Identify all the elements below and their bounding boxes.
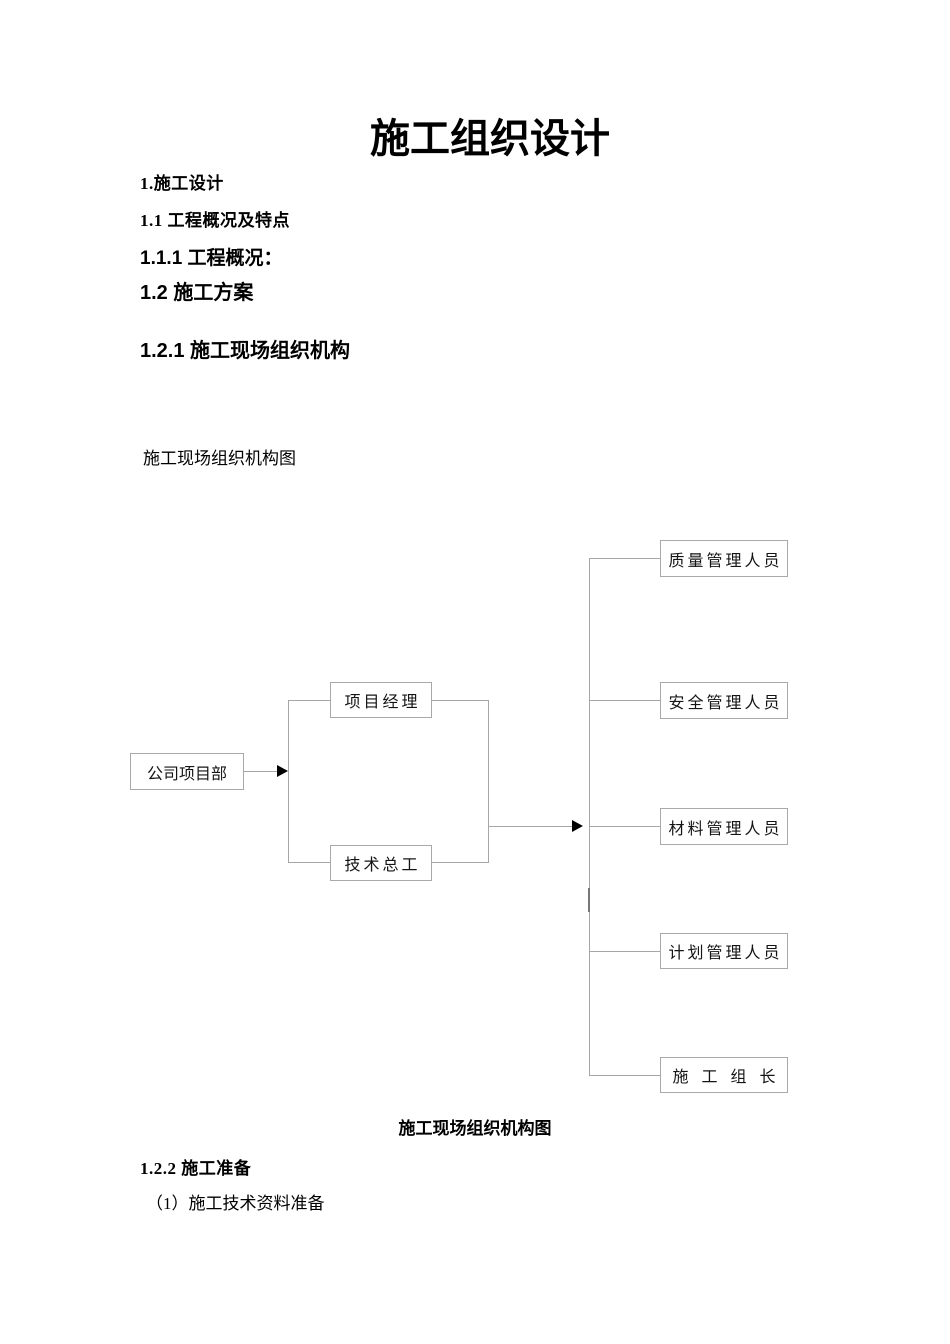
connector-l2-vertical: [288, 700, 289, 863]
heading-1-1: 1.1 工程概况及特点: [140, 211, 290, 230]
arrow-right-icon: [572, 820, 583, 832]
connector-l2-bottom-right: [432, 862, 488, 863]
heading-1-2: 1.2 施工方案: [140, 282, 254, 304]
heading-1-2-2: 1.2.2 施工准备: [140, 1159, 252, 1178]
figure-intro-text: 施工现场组织机构图: [143, 449, 296, 468]
org-box-construction-foreman: 施工组长: [660, 1057, 788, 1093]
connector-stub-material: [589, 826, 660, 827]
connector-stub-safety: [589, 700, 660, 701]
org-box-project-manager: 项目经理: [330, 682, 432, 718]
page-title: 施工组织设计: [370, 116, 610, 161]
connector-stub-foreman: [589, 1075, 660, 1076]
org-box-label: 安全管理人员: [668, 694, 783, 712]
heading-1-2-1: 1.2.1 施工现场组织机构: [140, 340, 351, 362]
connector-l2-right-vertical: [488, 700, 489, 863]
connector-stub-planning: [589, 951, 660, 952]
org-box-company-project-dept: 公司项目部: [130, 753, 244, 790]
org-box-label: 质量管理人员: [668, 552, 783, 570]
heading-1: 1.施工设计: [140, 174, 224, 193]
figure-caption: 施工现场组织机构图: [398, 1119, 552, 1138]
org-box-safety-staff: 安全管理人员: [660, 682, 788, 719]
connector-root-line: [244, 771, 279, 772]
connector-l3-feed-line: [488, 826, 574, 827]
org-box-quality-staff: 质量管理人员: [660, 540, 788, 577]
org-box-label: 公司项目部: [146, 765, 227, 783]
list-item-1: （1）施工技术资料准备: [146, 1194, 325, 1213]
org-box-chief-engineer: 技术总工: [330, 845, 432, 881]
org-box-label: 施工组长: [672, 1069, 789, 1086]
connector-l2-top-right: [432, 700, 488, 701]
connector-l3-spine: [589, 558, 590, 1076]
connector-l3-spine-overlap-mark: [588, 888, 590, 912]
org-box-label: 材料管理人员: [668, 820, 783, 838]
arrow-right-icon: [277, 765, 288, 777]
org-box-planning-staff: 计划管理人员: [660, 933, 788, 969]
connector-l2-top-left: [288, 700, 331, 701]
connector-stub-quality: [589, 558, 660, 559]
org-box-label: 项目经理: [344, 694, 421, 711]
connector-l2-bottom-left: [288, 862, 331, 863]
org-box-material-staff: 材料管理人员: [660, 808, 788, 845]
org-box-label: 技术总工: [344, 857, 421, 874]
org-box-label: 计划管理人员: [668, 945, 783, 962]
heading-1-1-1: 1.1.1 工程概况：: [140, 248, 283, 269]
